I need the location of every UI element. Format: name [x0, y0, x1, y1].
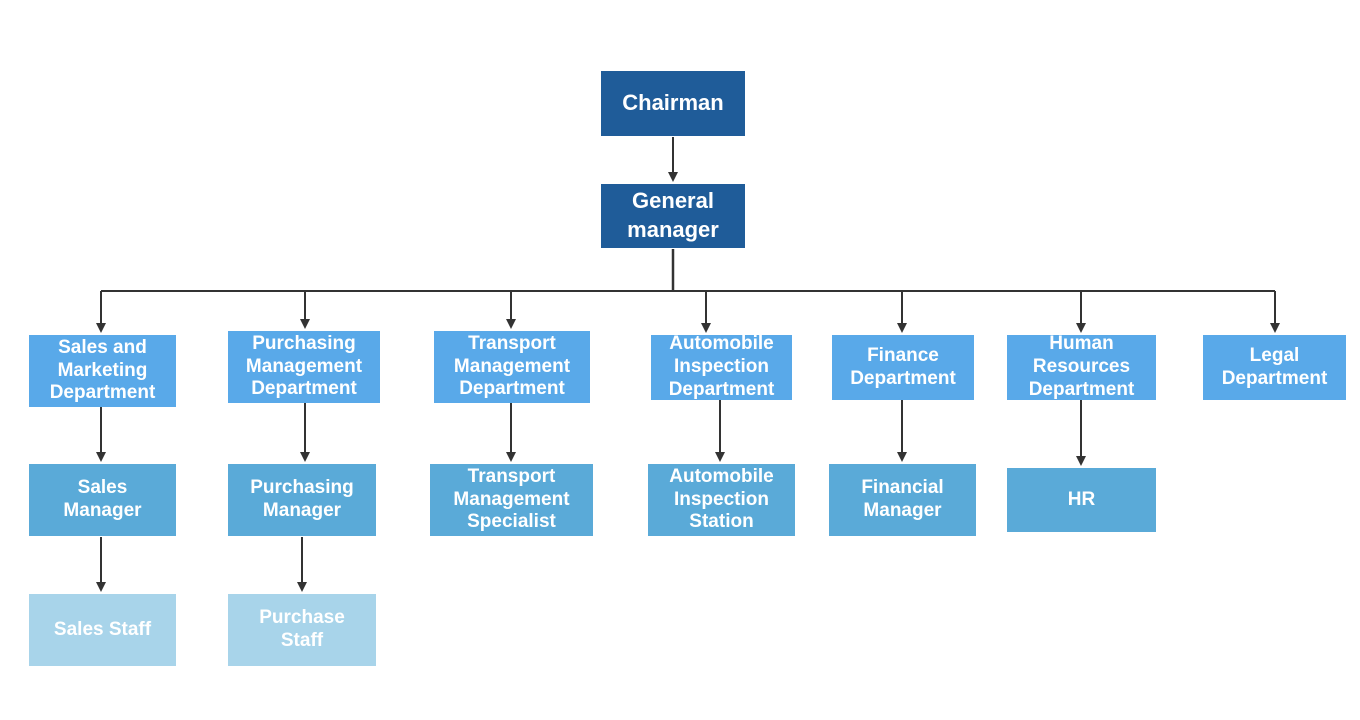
- node-sales-staff: Sales Staff: [29, 594, 176, 666]
- node-dept-sales-marketing: Sales and Marketing Department: [29, 335, 176, 407]
- node-sales-manager: Sales Manager: [29, 464, 176, 536]
- node-hr: HR: [1007, 468, 1156, 532]
- node-dept-legal: Legal Department: [1203, 335, 1346, 400]
- node-general-manager: General manager: [601, 184, 745, 248]
- node-automobile-inspection-station: Automobile Inspection Station: [648, 464, 795, 536]
- node-chairman: Chairman: [601, 71, 745, 136]
- node-dept-transport: Transport Management Department: [434, 331, 590, 403]
- node-dept-human-resources: Human Resources Department: [1007, 333, 1156, 400]
- node-dept-automobile-inspection: Automobile Inspection Department: [651, 333, 792, 400]
- node-transport-specialist: Transport Management Specialist: [430, 464, 593, 536]
- node-financial-manager: Financial Manager: [829, 464, 976, 536]
- node-purchasing-manager: Purchasing Manager: [228, 464, 376, 536]
- node-dept-purchasing: Purchasing Management Department: [228, 331, 380, 403]
- node-purchase-staff: Purchase Staff: [228, 594, 376, 666]
- node-dept-finance: Finance Department: [832, 335, 974, 400]
